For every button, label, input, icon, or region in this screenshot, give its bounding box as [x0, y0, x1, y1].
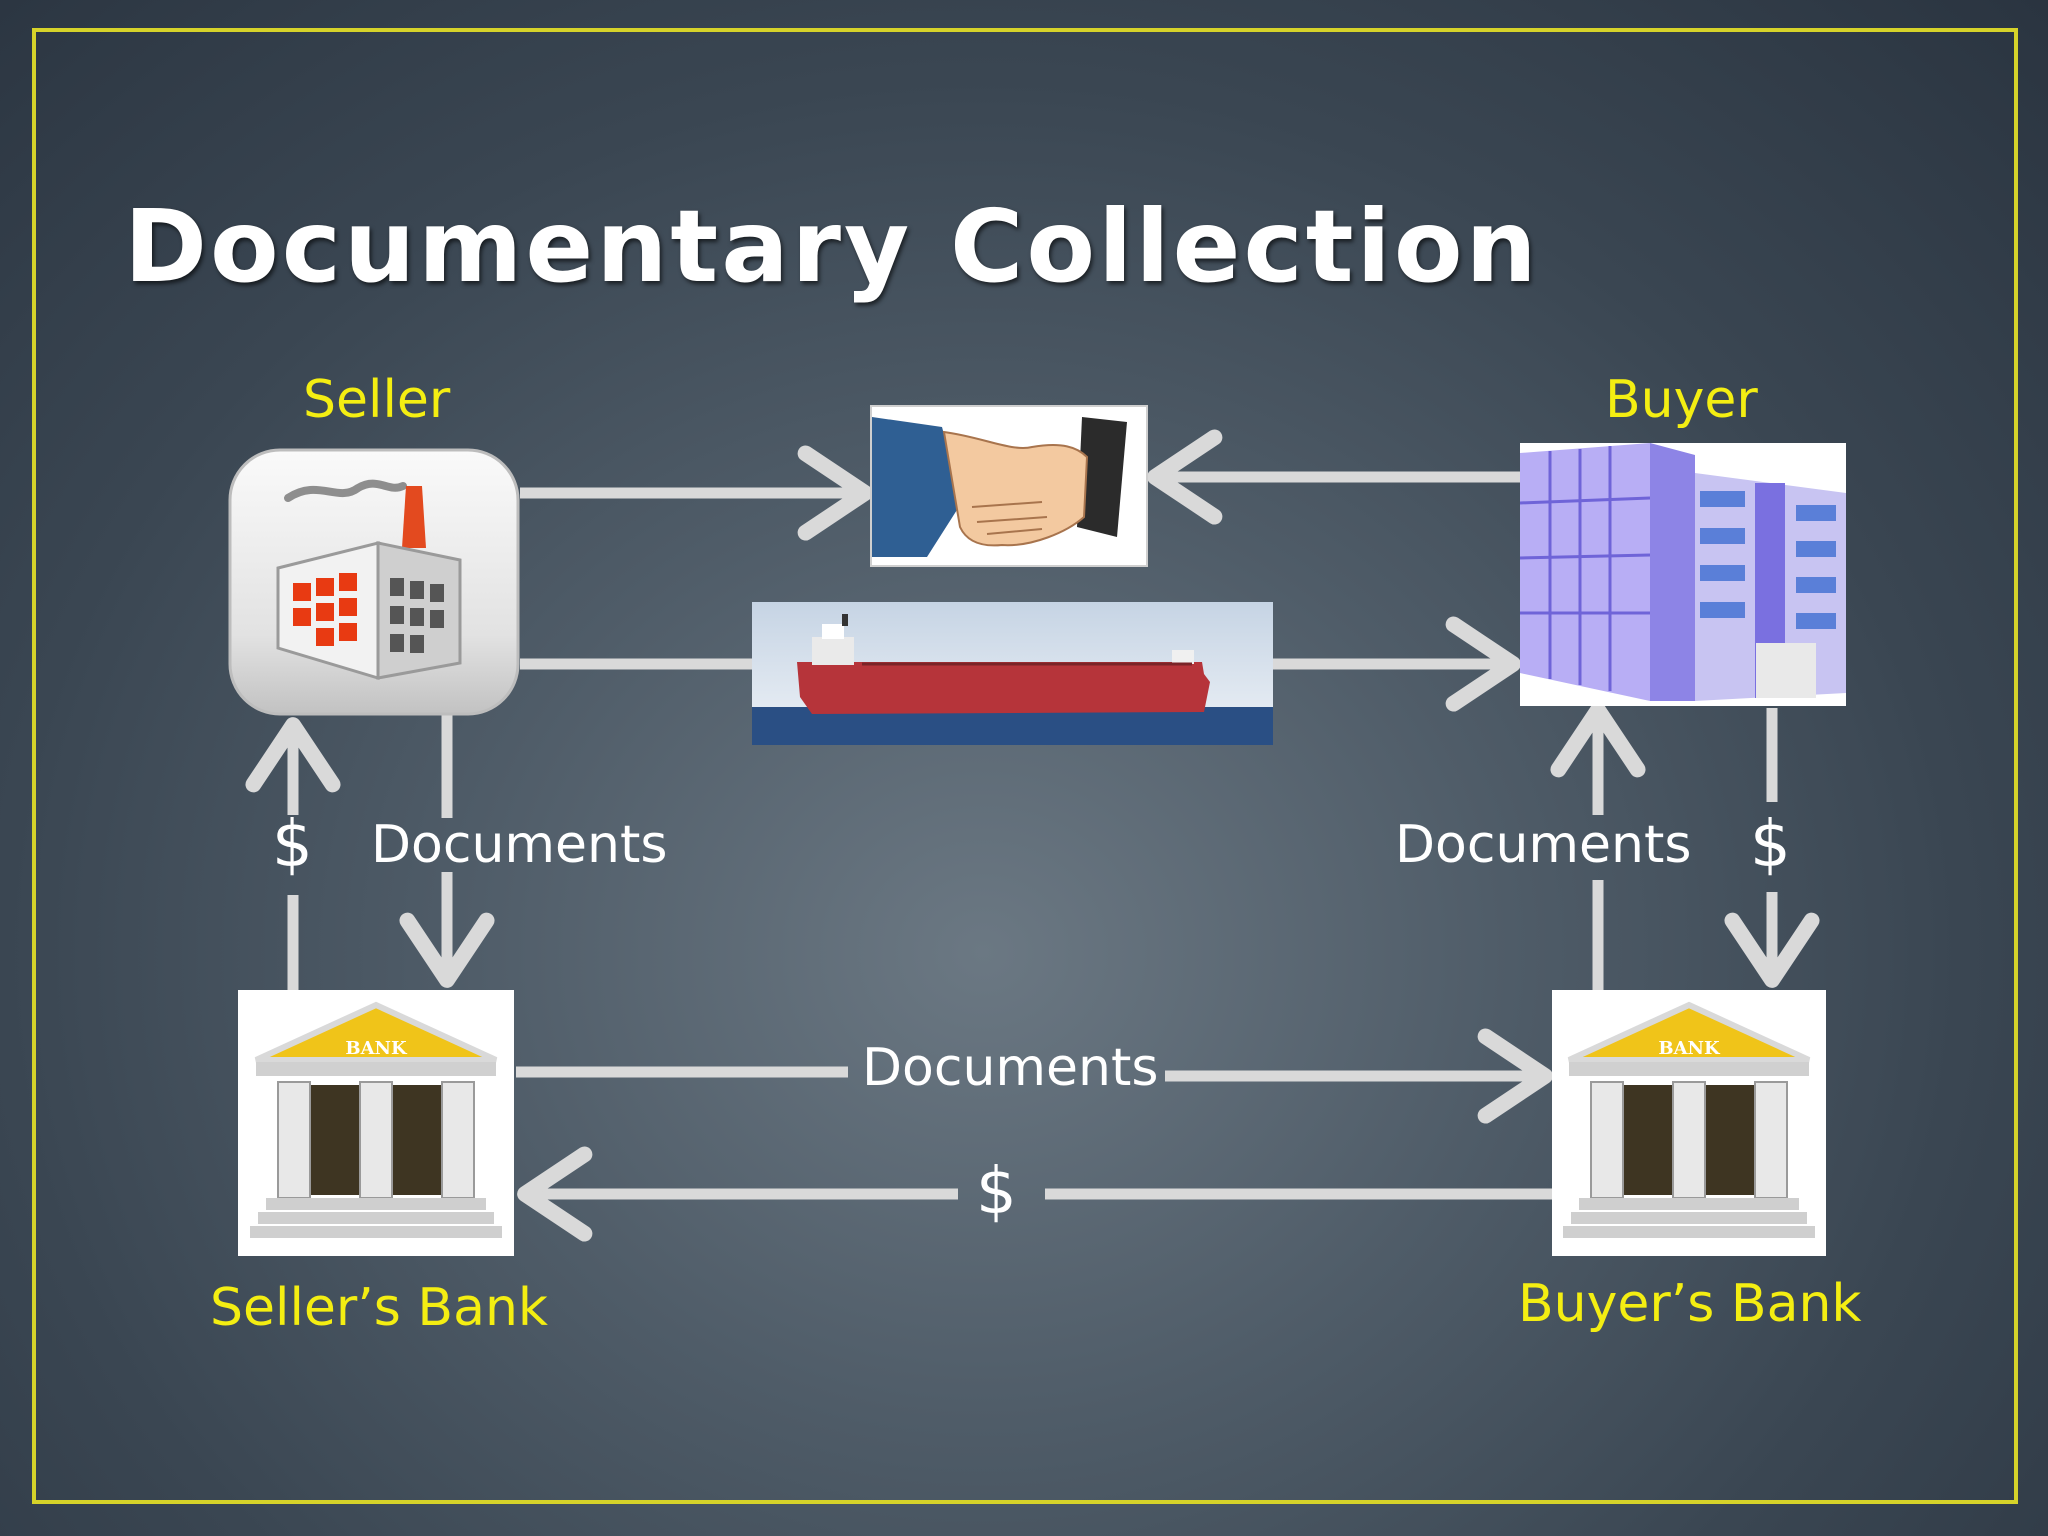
documents-label-between-banks: Documents	[862, 1038, 1159, 1098]
svg-text:BANK: BANK	[345, 1038, 408, 1059]
seller-bank-label: Seller’s Bank	[210, 1278, 549, 1338]
documents-label-seller-side: Documents	[371, 815, 668, 875]
documents-label-buyer-side: Documents	[1395, 815, 1692, 875]
dollar-label-between-banks: $	[976, 1155, 1017, 1229]
slide-title: Documentary Collection	[124, 188, 1540, 305]
dollar-label-seller-side: $	[272, 808, 313, 882]
bank-icon: BANK	[238, 990, 514, 1256]
svg-text:BANK: BANK	[1658, 1038, 1721, 1059]
cargo-ship-icon	[752, 602, 1273, 745]
buyer-bank-label: Buyer’s Bank	[1518, 1274, 1862, 1334]
factory-icon	[228, 448, 520, 716]
seller-label: Seller	[303, 370, 451, 430]
office-building-icon	[1519, 443, 1846, 706]
buyer-label: Buyer	[1605, 370, 1758, 430]
bank-icon: BANK	[1552, 990, 1826, 1256]
slide-frame	[32, 28, 2018, 1504]
handshake-icon	[870, 405, 1148, 567]
dollar-label-buyer-side: $	[1750, 808, 1791, 882]
